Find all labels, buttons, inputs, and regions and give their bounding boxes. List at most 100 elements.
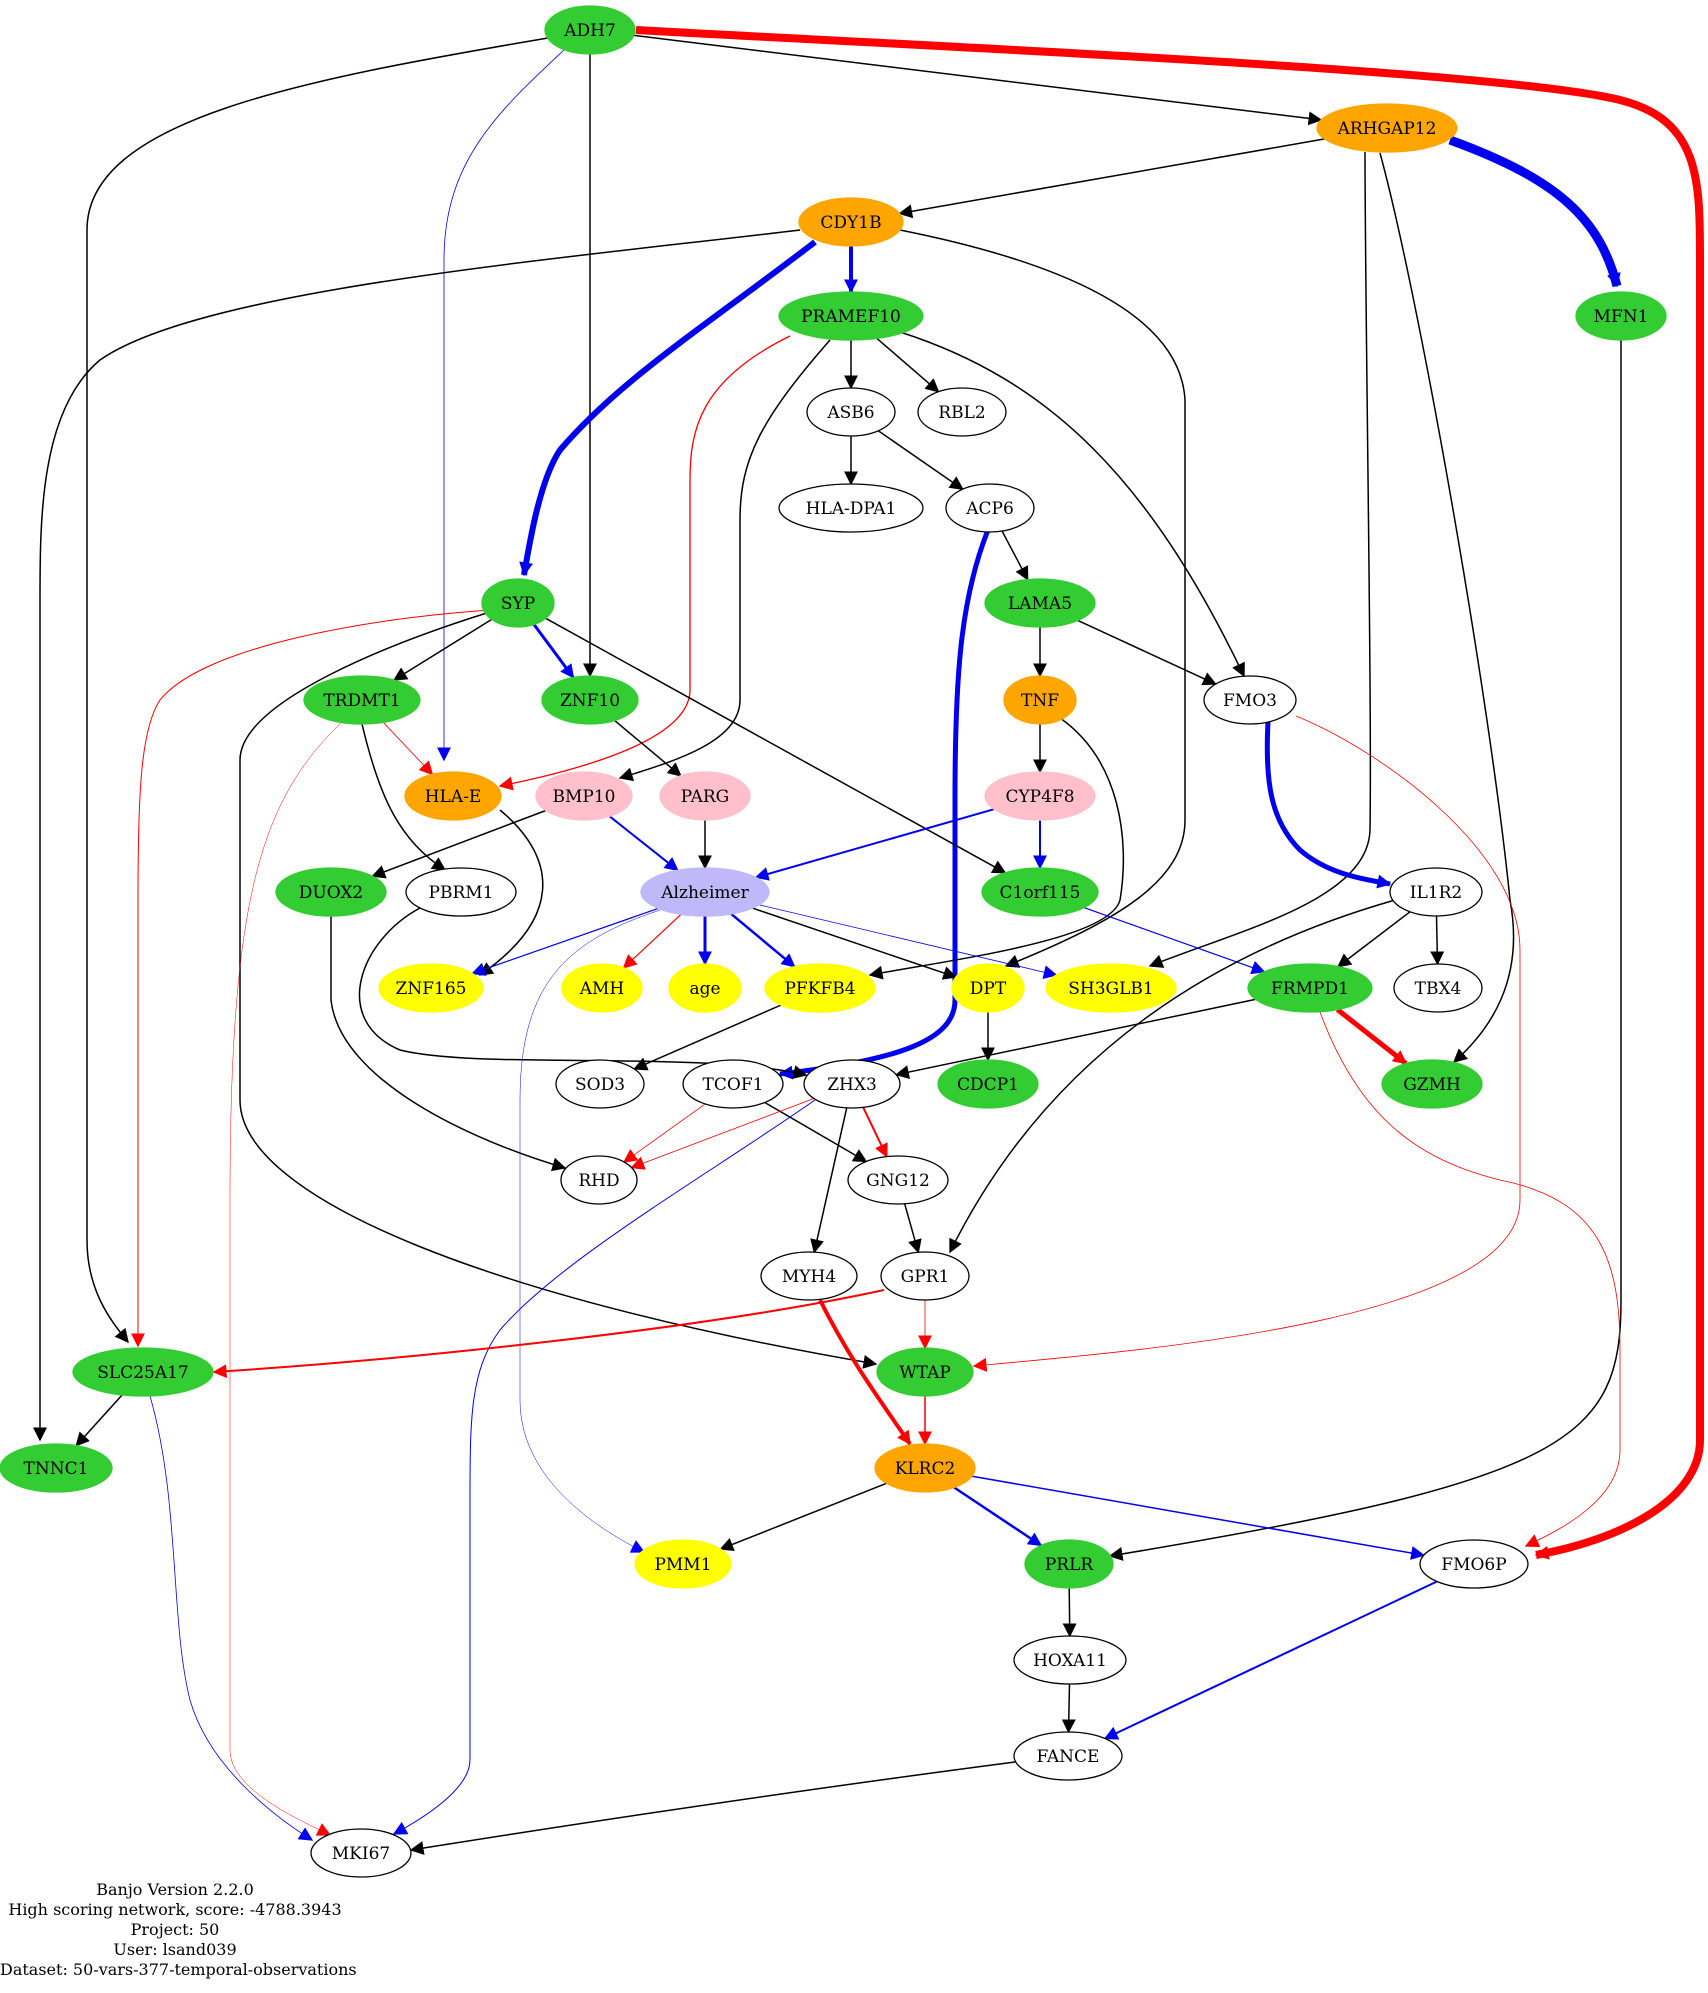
node-il1r2: IL1R2 [1389,867,1483,917]
node-label: ACP6 [965,499,1014,519]
node-label: HOXA11 [1033,1651,1107,1671]
node-shape [1419,1539,1529,1589]
edge-alzheimer-to-sh3glb1 [759,904,1058,980]
edge-trdmt1-to-hla-e [382,722,434,776]
node-label: FMO3 [1223,691,1277,711]
edge-pramef10-to-hla-e [498,335,791,791]
node-shape [806,387,896,437]
node-label: TNF [1021,691,1059,711]
caption-dataset: Dataset: 50-vars-377-temporal-observatio… [0,1960,357,1979]
node-label: C1orf115 [1000,883,1081,903]
node-pramef10: PRAMEF10 [778,291,924,341]
node-cyp4f8: CYP4F8 [984,771,1096,821]
node-tnf: TNF [1003,675,1077,725]
node-shape [1013,1731,1123,1781]
node-gpr1: GPR1 [880,1251,970,1301]
node-label: SYP [501,594,535,614]
node-sod3: SOD3 [555,1059,645,1109]
node-shape [544,5,636,55]
node-shape [917,387,1007,437]
edge-alzheimer-to-dpt [752,907,958,980]
node-slc25a17: SLC25A17 [72,1347,214,1397]
node-arhgap12: ARHGAP12 [1316,103,1458,153]
edge-arhgap12-to-sh3glb1 [1148,151,1372,968]
edge-tcof1-to-gng12 [764,1101,868,1163]
node-label: MFN1 [1594,307,1649,327]
edge-trdmt1-to-mki67 [229,721,343,1836]
node-label: CYP4F8 [1005,787,1074,807]
node-hla-e: HLA-E [404,771,502,821]
node-shape [1013,1635,1127,1685]
node-age: age [668,963,742,1013]
edge-alzheimer-to-pfkfb4 [730,912,796,968]
node-mfn1: MFN1 [1575,291,1667,341]
node-parg: PARG [659,771,751,821]
node-label: WTAP [899,1363,951,1383]
edge-bmp10-to-alzheimer [608,815,679,872]
edge-alzheimer-to-pmm1 [519,909,661,1553]
edge-fmo3-to-il1r2 [1264,721,1392,889]
node-shape [847,1155,949,1205]
node-shape [1024,1539,1114,1589]
edge-frmpd1-to-fmo6p [1319,1011,1621,1547]
caption-project: Project: 50 [130,1920,220,1939]
node-shape [1389,867,1483,917]
node-klrc2: KLRC2 [874,1443,976,1493]
node-shape [778,291,924,341]
node-shape [981,867,1099,917]
node-frmpd1: FRMPD1 [1247,963,1373,1013]
node-label: IL1R2 [1410,883,1462,903]
node-gng12: GNG12 [847,1155,949,1205]
node-shape [1045,963,1177,1013]
node-label: TBX4 [1415,979,1462,999]
edge-alzheimer-to-amh [622,913,682,969]
node-shape [634,1539,732,1589]
node-shape [560,1155,638,1205]
node-label: FRMPD1 [1271,979,1349,999]
edge-fmo3-to-wtap [972,715,1521,1372]
node-label: ZHX3 [827,1075,877,1095]
edge-zhx3-to-mki67 [392,1099,816,1835]
node-shape [640,867,770,917]
edge-mfn1-to-prlr [1108,340,1622,1561]
node-shape [541,675,639,725]
node-label: FANCE [1037,1747,1100,1767]
caption-user: User: lsand039 [113,1940,237,1959]
node-label: PMM1 [654,1555,711,1575]
node-label: MKI67 [332,1844,390,1864]
edge-fance-to-mki67 [409,1761,1016,1855]
edge-duox2-to-rhd [330,916,567,1172]
node-rbl2: RBL2 [917,387,1007,437]
node-cdy1b: CDY1B [798,197,904,247]
node-label: GZMH [1403,1075,1461,1095]
node-shape [876,1347,974,1397]
node-shape [555,1059,645,1109]
edge-myh4-to-klrc2 [818,1299,912,1446]
node-label: DUOX2 [299,883,364,903]
node-znf165: ZNF165 [378,963,484,1013]
node-label: CDY1B [820,213,881,233]
node-label: DPT [970,979,1007,999]
edge-asb6-to-acp6 [877,430,964,490]
node-adh7: ADH7 [544,5,636,55]
edge-fmo6p-to-fance [1103,1580,1438,1740]
node-fmo6p: FMO6P [1419,1539,1529,1589]
node-label: PRAMEF10 [801,307,901,327]
node-fance: FANCE [1013,1731,1123,1781]
edge-acp6-to-lama5 [1001,530,1029,581]
edge-adh7-to-fmo6p [635,26,1704,1560]
node-label: ZNF165 [396,979,467,999]
node-shape [1393,963,1483,1013]
node-label: AMH [579,979,625,999]
edge-klrc2-to-pmm1 [719,1482,887,1551]
edge-adh7-to-slc25a17 [86,37,549,1344]
edge-syp-to-wtap [239,611,878,1369]
node-shape [310,1828,412,1878]
node-gzmh: GZMH [1381,1059,1483,1109]
edge-layer [33,26,1704,1855]
node-label: SOD3 [575,1075,625,1095]
node-duox2: DUOX2 [275,867,387,917]
node-shape [303,675,421,725]
node-label: ADH7 [563,21,616,41]
